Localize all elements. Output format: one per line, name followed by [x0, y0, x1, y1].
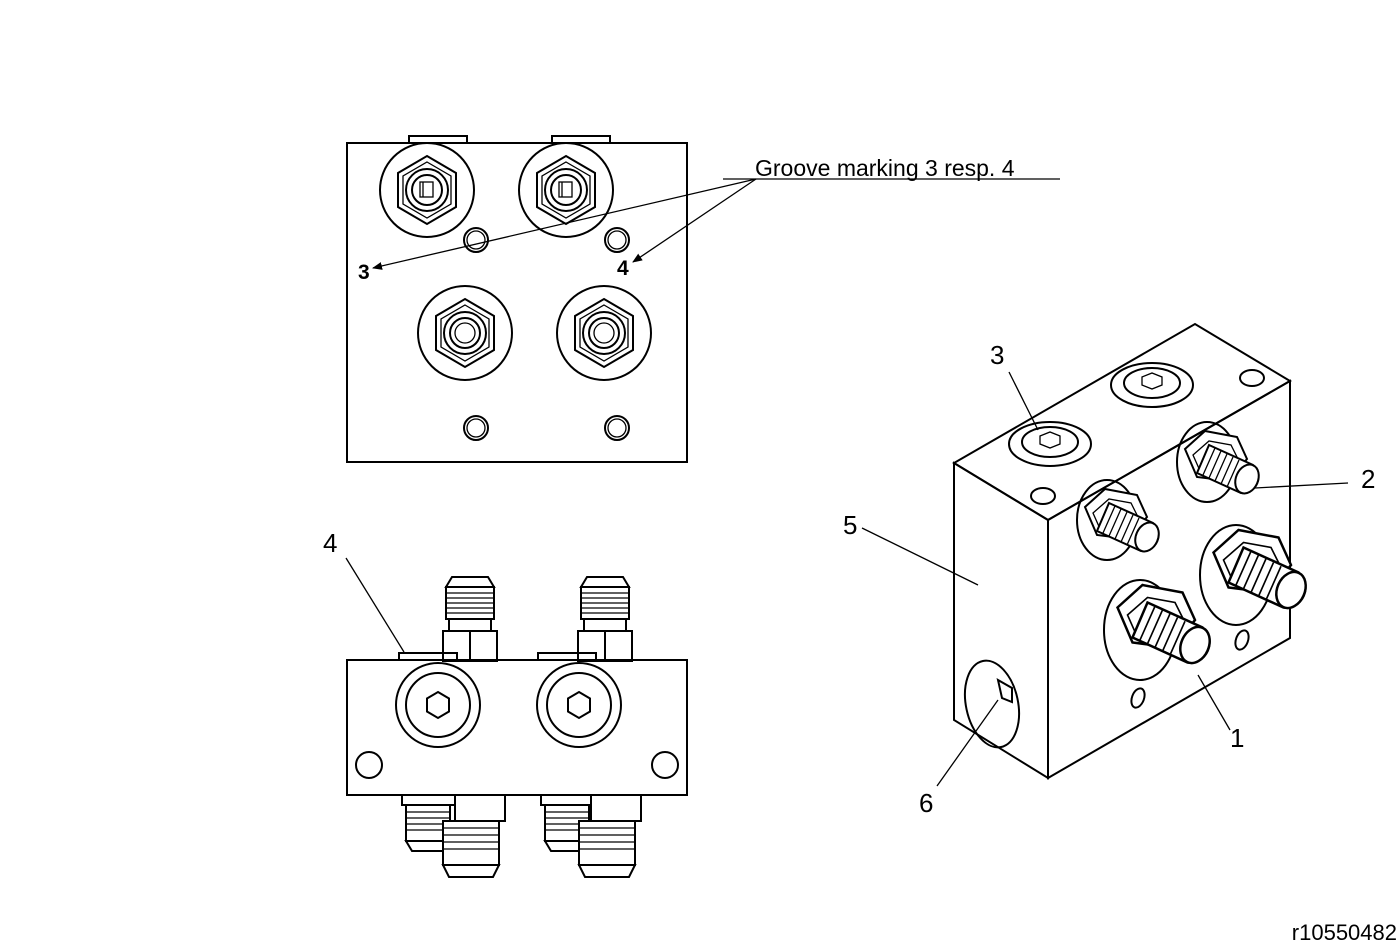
iso-fitting-lower-left [1116, 583, 1217, 669]
groove-marking-callout: Groove marking 3 resp. 4 [372, 155, 1060, 270]
iso-view [952, 322, 1313, 780]
port-lower-right [556, 285, 652, 381]
top-view-label-4: 4 [617, 257, 629, 280]
side-fitting-top-right [577, 576, 633, 662]
iso-label-2: 2 [1361, 464, 1375, 494]
iso-label-3: 3 [990, 340, 1004, 370]
side-view-label-4: 4 [323, 528, 337, 558]
iso-label-1: 1 [1230, 723, 1244, 753]
drawing-code: r10550482 [1292, 920, 1397, 945]
iso-fitting-upper-left [1084, 488, 1165, 557]
top-view-block-outline [346, 142, 688, 463]
top-view-label-3: 3 [358, 261, 370, 284]
side-view [346, 576, 688, 878]
iso-front-face [1047, 379, 1291, 780]
side-fitting-top-left [442, 576, 498, 662]
groove-marking-label: Groove marking 3 resp. 4 [755, 155, 1015, 181]
iso-fitting-upper-right [1184, 430, 1265, 499]
side-view-block-outline [346, 659, 688, 796]
groove-port-3 [379, 142, 475, 238]
top-view [346, 135, 688, 463]
iso-fitting-lower-right [1212, 528, 1313, 614]
iso-label-6: 6 [919, 788, 933, 818]
port-lower-left [417, 285, 513, 381]
iso-left-face [953, 461, 1049, 780]
iso-label-5: 5 [843, 510, 857, 540]
